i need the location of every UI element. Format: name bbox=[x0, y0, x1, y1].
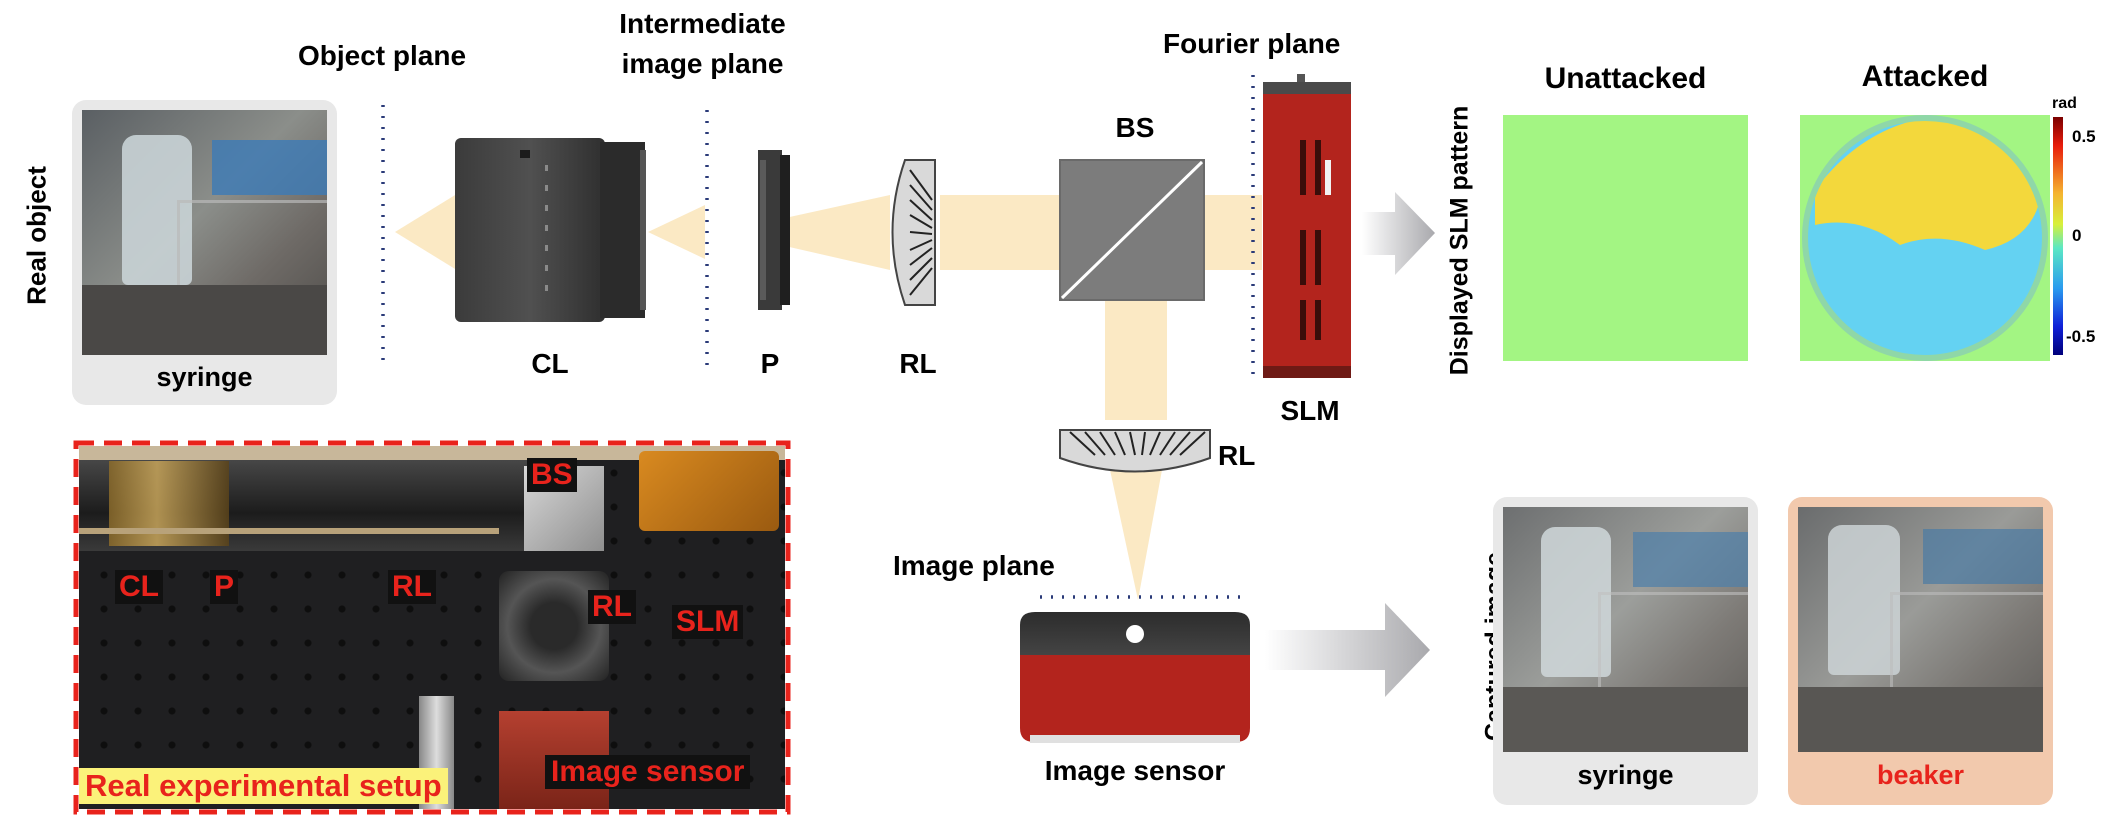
setup-photo-frame bbox=[73, 440, 791, 815]
image-sensor-icon bbox=[1020, 612, 1250, 743]
colorbar-tick-high: 0.5 bbox=[2072, 127, 2096, 146]
syringe-bottom-label: syringe bbox=[1577, 760, 1674, 790]
camera-lens-icon bbox=[455, 138, 646, 322]
colorbar-tick-low: -0.5 bbox=[2066, 327, 2096, 346]
p-label: P bbox=[760, 348, 780, 379]
setup-tag-cl: CL bbox=[115, 570, 163, 604]
captured-beaker-photo bbox=[1798, 507, 2043, 752]
fourier-plane-label: Fourier plane bbox=[1163, 28, 1341, 59]
arrow-icon bbox=[1362, 192, 1435, 275]
displayed-slm-pattern-label: Displayed SLM pattern bbox=[1445, 105, 1474, 376]
setup-tag-bs: BS bbox=[527, 458, 577, 492]
syringe-top-label: syringe bbox=[156, 362, 253, 392]
polarizer-icon bbox=[758, 150, 790, 310]
experimental-setup-photo bbox=[79, 446, 785, 809]
captured-syringe-photo bbox=[1503, 507, 1748, 752]
beaker-label: beaker bbox=[1876, 760, 1965, 790]
relay-lens-lower-icon bbox=[1059, 429, 1211, 473]
image-sensor-label: Image sensor bbox=[1044, 755, 1226, 786]
syringe-object-photo bbox=[82, 110, 327, 355]
setup-tag-image-sensor: Image sensor bbox=[545, 755, 751, 789]
colorbar-tick-zero: 0 bbox=[2072, 226, 2082, 245]
light-beam bbox=[395, 192, 1262, 600]
real-object-label: Real object bbox=[21, 166, 52, 305]
beam-splitter-icon bbox=[1059, 159, 1205, 301]
setup-photo-caption: Real experimental setup bbox=[79, 768, 448, 804]
colorbar bbox=[2053, 117, 2063, 355]
setup-tag-rl2: RL bbox=[588, 590, 636, 624]
object-plane-label: Object plane bbox=[298, 40, 467, 71]
setup-tag-slm: SLM bbox=[672, 605, 744, 639]
slm-device-icon bbox=[1263, 74, 1351, 378]
attacked-slm-pattern bbox=[1800, 115, 2050, 361]
bs-label: BS bbox=[1115, 112, 1155, 143]
setup-tag-rl1: RL bbox=[388, 570, 436, 604]
intermediate-plane-label-2: image plane bbox=[621, 48, 784, 79]
rl-top-label: RL bbox=[899, 348, 937, 379]
colorbar-unit: rad bbox=[2052, 95, 2077, 112]
intermediate-plane-label-1: Intermediate bbox=[619, 8, 786, 39]
arrow-icon bbox=[1265, 603, 1430, 697]
relay-lens-icon bbox=[891, 159, 936, 306]
setup-tag-p: P bbox=[210, 570, 239, 604]
attacked-label: Attacked bbox=[1861, 60, 1989, 93]
rl-lower-label: RL bbox=[1218, 440, 1256, 471]
slm-label: SLM bbox=[1280, 395, 1340, 426]
cl-label: CL bbox=[531, 348, 569, 379]
unattacked-slm-pattern bbox=[1503, 115, 1748, 361]
image-plane-label: Image plane bbox=[893, 550, 1055, 581]
unattacked-label: Unattacked bbox=[1544, 62, 1707, 95]
